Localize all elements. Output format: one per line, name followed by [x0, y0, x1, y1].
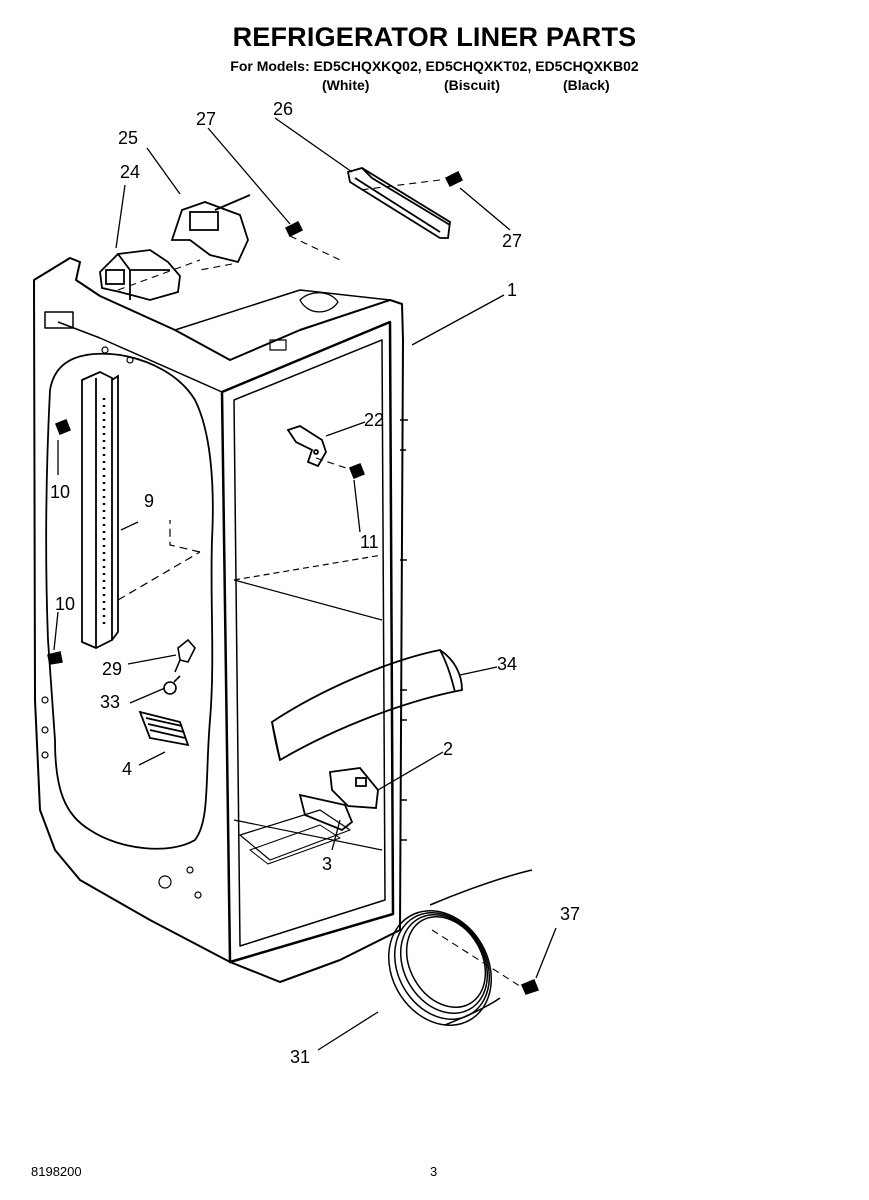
- callout-29: 29: [102, 659, 122, 679]
- callout-10-upper: 10: [50, 482, 70, 502]
- part-31-tubing: [387, 869, 533, 1026]
- callout-11: 11: [360, 532, 379, 552]
- screw-11: [349, 463, 365, 479]
- callout-26: 26: [273, 99, 293, 119]
- part-33-bulb: [163, 675, 181, 695]
- screw-37: [521, 979, 539, 995]
- screws: [47, 170, 539, 995]
- callout-9: 9: [144, 491, 154, 511]
- screw-10-lower: [47, 651, 63, 665]
- callout-4: 4: [122, 759, 132, 779]
- page-number: 3: [430, 1164, 438, 1179]
- callout-37: 37: [560, 904, 580, 924]
- callout-2: 2: [443, 739, 453, 759]
- callout-31: 31: [290, 1047, 310, 1067]
- callout-27-upper: 27: [196, 109, 216, 129]
- part-22-bracket: [286, 425, 327, 468]
- part-2-bracket: [329, 767, 379, 809]
- callout-27-right: 27: [502, 231, 522, 251]
- part-25-bracket: [170, 194, 251, 264]
- page-title: REFRIGERATOR LINER PARTS: [232, 22, 637, 52]
- part-26-duct: [346, 167, 451, 239]
- dashed-guides: [117, 179, 527, 991]
- callout-3: 3: [322, 854, 332, 874]
- callout-34: 34: [497, 654, 517, 674]
- callout-22: 22: [364, 410, 384, 430]
- callout-10-lower: 10: [55, 594, 75, 614]
- variant-black: (Black): [563, 77, 610, 93]
- variant-biscuit: (Biscuit): [444, 77, 500, 93]
- part-34-cover: [270, 649, 463, 762]
- variant-white: (White): [322, 77, 370, 93]
- document-number: 8198200: [31, 1164, 82, 1179]
- callout-24: 24: [120, 162, 140, 182]
- callout-25: 25: [118, 128, 138, 148]
- screw-27-upper: [284, 220, 304, 238]
- callout-33: 33: [100, 692, 120, 712]
- screw-27-right: [444, 170, 464, 188]
- leader-lines: [53, 117, 557, 1051]
- part-4-vent: [138, 710, 190, 747]
- part-29-socket: [174, 638, 196, 673]
- callout-labels: 1 2 3 4 9 10 10 11 22 24 25 26 27 27 29 …: [50, 99, 580, 1067]
- part-9-rail: [81, 371, 201, 649]
- liner-cabinet: [33, 257, 408, 983]
- part-3-bracket: [298, 793, 354, 832]
- part-24-control: [99, 249, 181, 301]
- screw-10-upper: [55, 419, 71, 435]
- model-list: For Models: ED5CHQXKQ02, ED5CHQXKT02, ED…: [230, 58, 639, 74]
- callout-1: 1: [507, 280, 517, 300]
